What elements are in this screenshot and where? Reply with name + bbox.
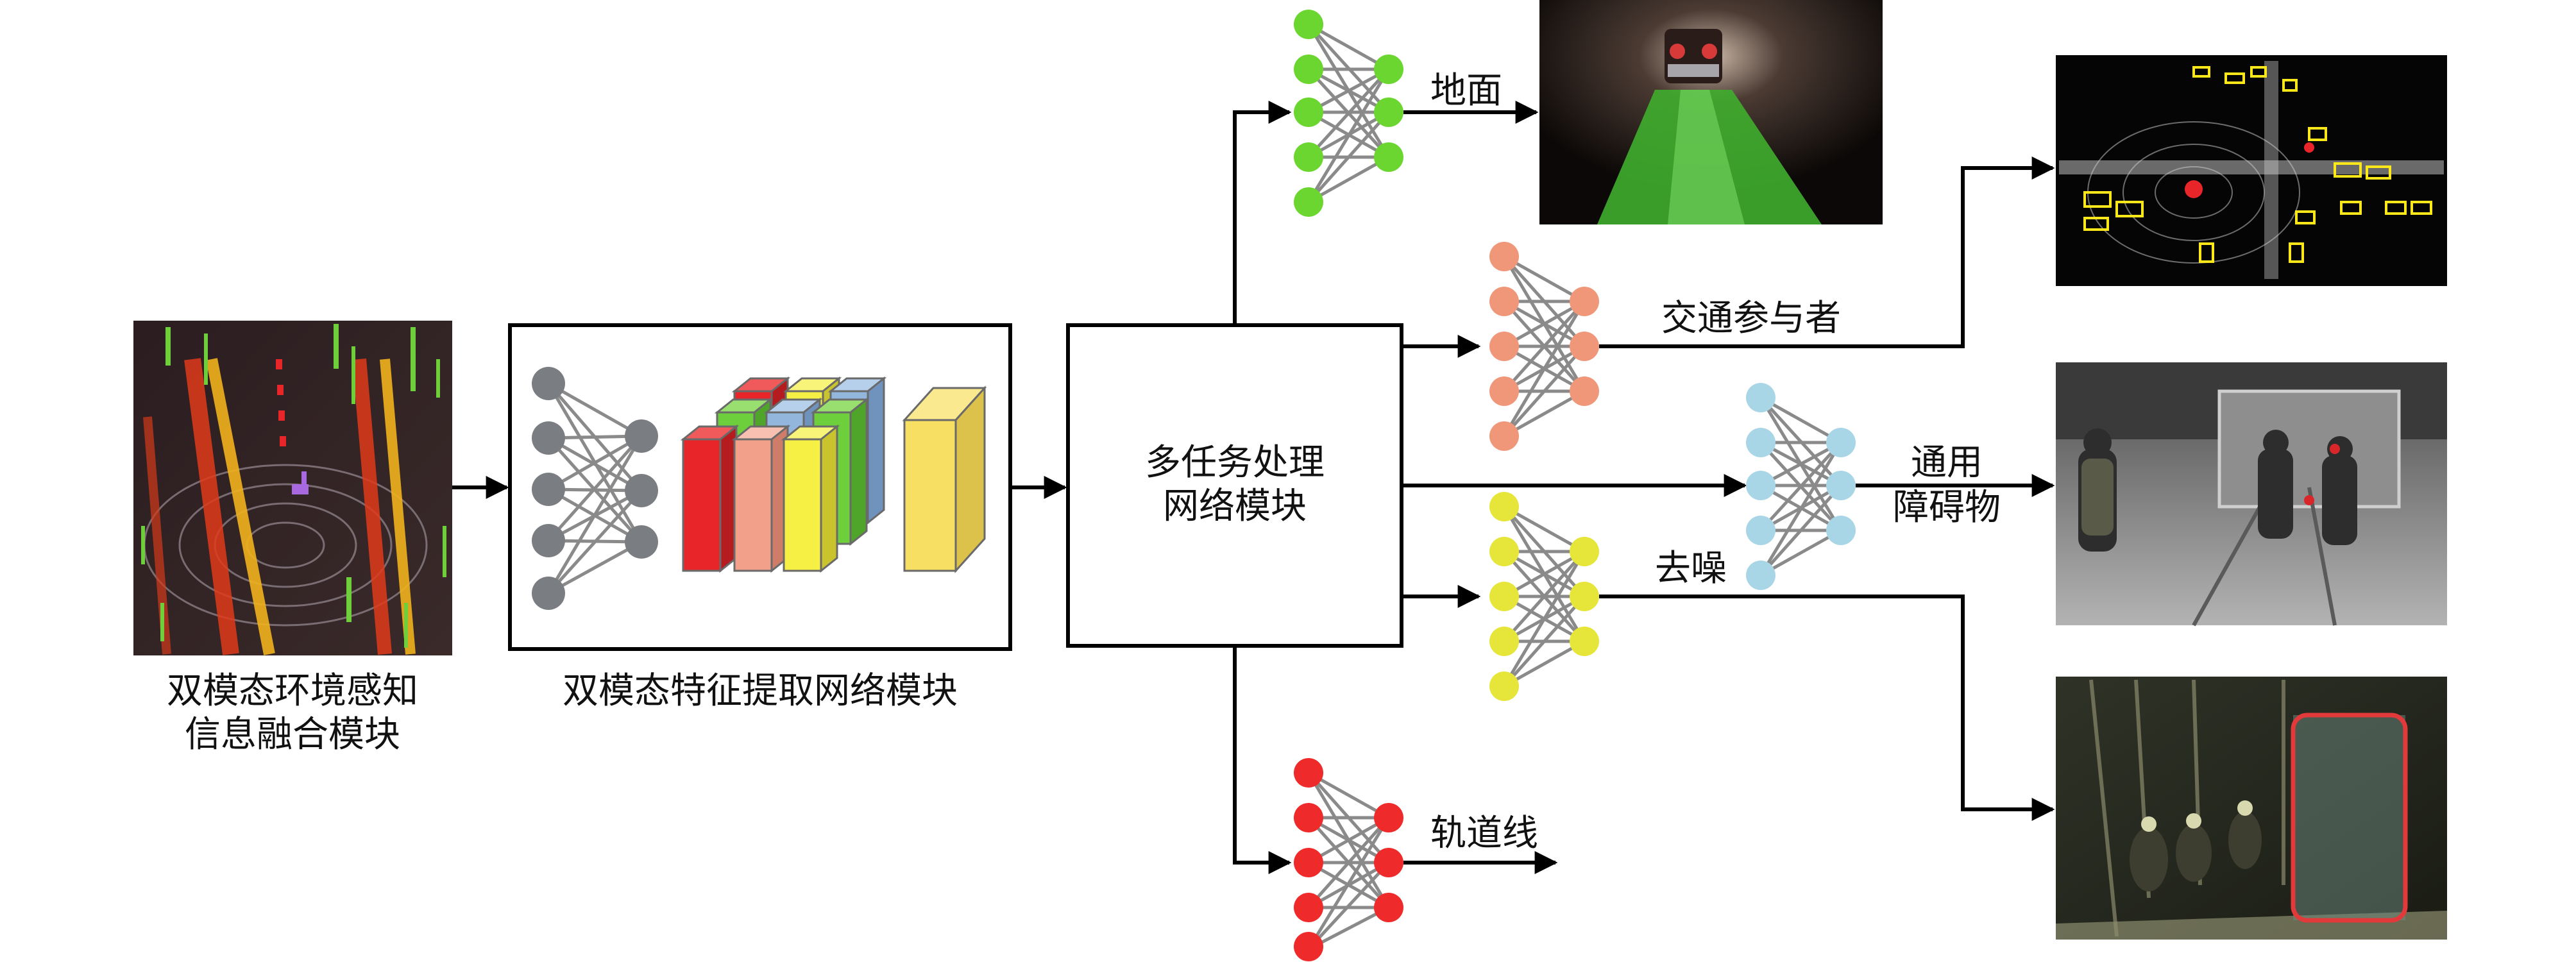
obstacle-label-line2: 障碍物 xyxy=(1893,487,2001,528)
input-lidar-image xyxy=(133,321,452,655)
ground-neural-net-icon xyxy=(1294,10,1403,217)
arrow-to-ground-net xyxy=(1233,101,1292,325)
feature-map-blocks xyxy=(680,376,987,573)
arrow-traffic-output xyxy=(1599,156,2055,348)
mine-workers-image xyxy=(2056,362,2447,627)
denoise-neural-net-icon xyxy=(1489,492,1599,701)
rail-label: 轨道线 xyxy=(1430,813,1538,854)
multitask-label-line2: 网络模块 xyxy=(1163,485,1307,527)
feature-neural-net-icon xyxy=(532,367,658,610)
obstacle-neural-net-icon xyxy=(1746,383,1856,590)
traffic-detection-image xyxy=(2056,55,2447,286)
ground-segmentation-image xyxy=(1539,0,1883,224)
arrow-to-rail-net xyxy=(1233,646,1292,874)
traffic-label: 交通参与者 xyxy=(1661,298,1841,339)
ground-label: 地面 xyxy=(1430,70,1502,112)
rail-neural-net-icon xyxy=(1294,758,1403,961)
denoise-dusty-image xyxy=(2056,677,2447,940)
multitask-label-line1: 多任务处理 xyxy=(1145,442,1325,484)
input-caption-line2: 信息融合模块 xyxy=(185,714,400,755)
traffic-neural-net-icon xyxy=(1489,242,1599,451)
arrow-denoise-output xyxy=(1599,595,2055,821)
denoise-label: 去噪 xyxy=(1655,548,1727,589)
feature-caption: 双模态特征提取网络模块 xyxy=(563,670,958,712)
input-caption-line1: 双模态环境感知 xyxy=(167,670,418,712)
obstacle-label-line1: 通用 xyxy=(1911,442,1983,484)
